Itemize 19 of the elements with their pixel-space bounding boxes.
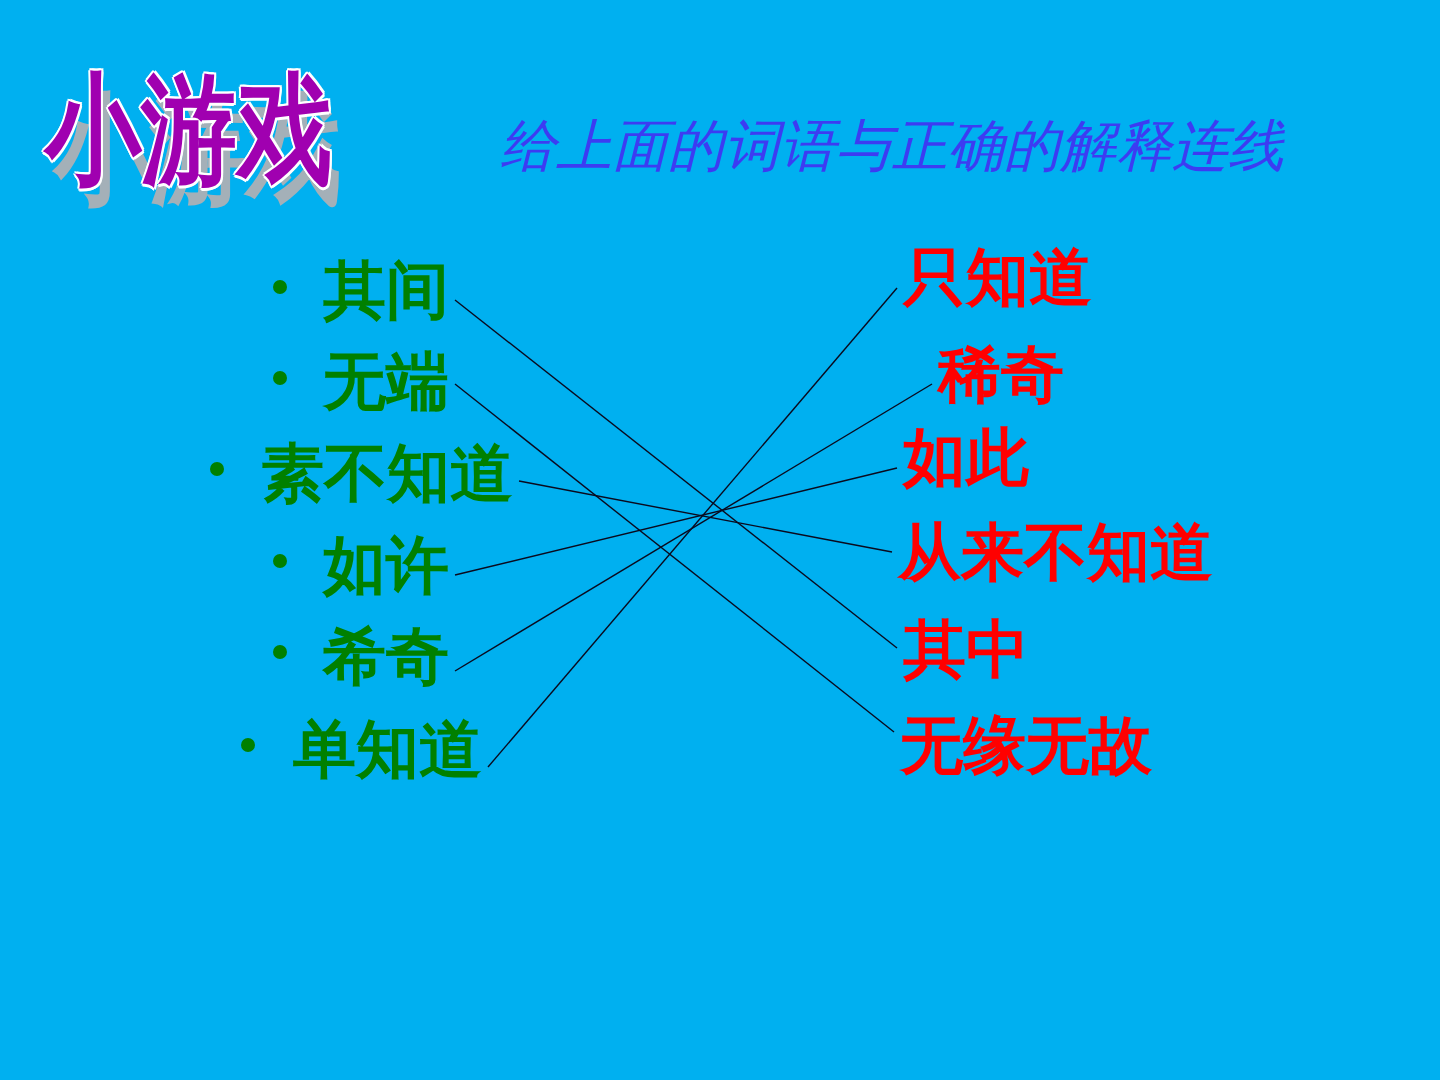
word-text: 如许 xyxy=(317,533,455,597)
connector-line xyxy=(518,480,893,553)
word-text: 素不知道 xyxy=(255,441,519,505)
explanation-text: 稀奇 xyxy=(932,342,1070,406)
explanation-text: 无缘无故 xyxy=(894,713,1158,777)
word-text: 无端 xyxy=(317,349,455,413)
connector-line xyxy=(454,299,898,649)
connector-line xyxy=(454,467,898,576)
connector-line xyxy=(454,383,895,733)
word-text: 希奇 xyxy=(317,624,455,688)
word-text: 单知道 xyxy=(287,717,488,781)
connector-line xyxy=(454,383,933,672)
explanation-text: 只知道 xyxy=(897,245,1098,309)
word-text: 其间 xyxy=(317,258,455,322)
instruction-text: 给上面的词语与正确的解释连线 xyxy=(500,118,1284,174)
connector-line xyxy=(487,287,898,768)
explanation-text: 其中 xyxy=(897,617,1035,681)
explanation-text: 从来不知道 xyxy=(892,520,1219,584)
explanation-text: 如此 xyxy=(897,425,1035,489)
